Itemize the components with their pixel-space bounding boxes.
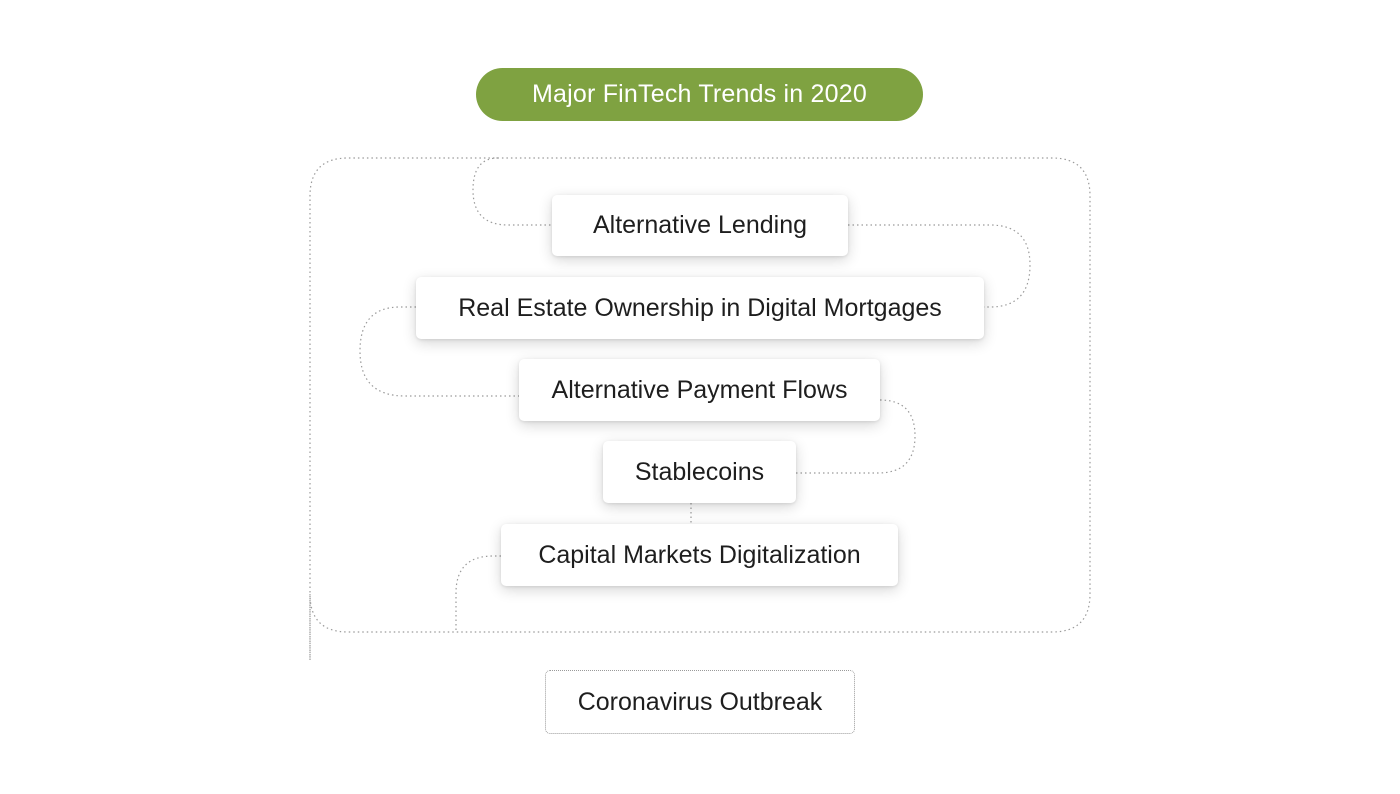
title-pill: Major FinTech Trends in 2020 (476, 68, 923, 121)
trend-box-stablecoins: Stablecoins (603, 441, 796, 503)
trend-box-alternative-lending: Alternative Lending (552, 195, 848, 256)
outbreak-box: Coronavirus Outbreak (545, 670, 855, 734)
connector-loop-6 (455, 555, 501, 632)
trend-label: Capital Markets Digitalization (538, 540, 861, 569)
connector-loop-1 (472, 157, 552, 226)
trend-box-capital-markets-digitalization: Capital Markets Digitalization (501, 524, 898, 586)
trend-label: Alternative Lending (592, 211, 808, 239)
trend-box-real-estate-ownership: Real Estate Ownership in Digital Mortgag… (416, 277, 984, 339)
outbreak-label: Coronavirus Outbreak (577, 687, 823, 716)
trend-label: Stablecoins (634, 457, 765, 486)
trend-box-alternative-payment-flows: Alternative Payment Flows (519, 359, 880, 421)
title-text: Major FinTech Trends in 2020 (532, 80, 867, 108)
trend-label: Real Estate Ownership in Digital Mortgag… (458, 293, 942, 322)
trend-label: Alternative Payment Flows (551, 375, 848, 404)
